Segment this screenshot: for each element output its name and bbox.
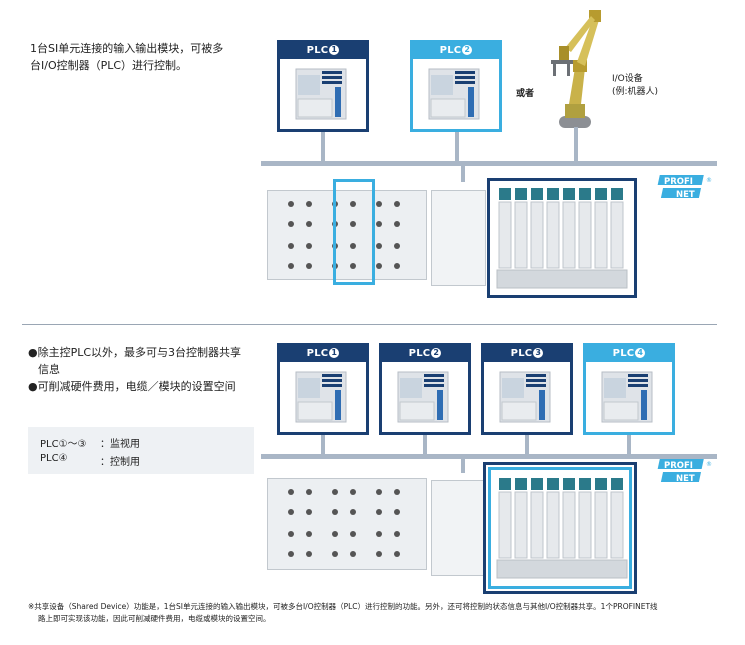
bus-drop [321,132,325,162]
io-device-label-line1: I/O设备 [612,74,643,84]
or-label: 或者 [516,89,535,99]
io-device-label: I/O设备 (例:机器人) [612,73,658,99]
bullet1-line1: ●除主控PLC以外，最多可与3台控制器共享 [28,346,242,359]
plc-label: PLC [612,348,635,359]
robot-icon [551,10,601,128]
plc-controller-icon [295,68,347,120]
plc-controller-icon [428,68,480,120]
plc-label: PLC [408,348,431,359]
plc-role-note: PLC①～③ ：监视用 PLC④ ：控制用 [28,427,254,474]
section1-desc-line2: 台I/O控制器（PLC）进行控制。 [30,59,188,72]
section1-description: 1台SI单元连接的输入输出模块，可被多 台I/O控制器（PLC）进行控制。 [30,40,260,74]
section2-bullets: ●除主控PLC以外，最多可与3台控制器共享 信息 ●可削减硬件费用，电缆／模块的… [28,344,268,395]
bus-drop [423,435,427,455]
valve-manifold-icon [496,478,628,579]
note-row1-key: PLC①～③ [40,439,87,450]
valve-manifold-inner-highlight [488,467,632,589]
footnote-line1: ※共享设备（Shared Device）功能是，1台SI单元连接的输入输出模块，… [28,602,658,611]
profinet-mark: ® [706,461,712,468]
bullet2: ●可削减硬件费用，电缆／模块的设置空间 [28,380,236,393]
si-unit-assembly [261,462,637,594]
si-unit-module [431,190,486,286]
plc-controller-icon [499,371,551,423]
bullet1-line2: 信息 [38,363,60,376]
profinet-bottom-text: NET [676,190,695,200]
network-bus [261,161,717,166]
plc-label: PLC [439,45,462,56]
profinet-bottom-text: NET [676,474,695,484]
section1-desc-line1: 1台SI单元连接的输入输出模块，可被多 [30,42,224,55]
plc-controller-icon [601,371,653,423]
note-row1-value: ：监视用 [100,439,140,450]
profinet-mark: ® [706,177,712,184]
plc-number: 2 [462,45,473,55]
bus-drop [461,166,465,182]
bus-drop [574,127,578,162]
section-divider [22,324,717,325]
plc-controller-icon [295,371,347,423]
plc-number: 4 [635,348,646,358]
footnote-line2: 路上即可实现该功能，因此可削减硬件费用，电缆或模块的设置空间。 [38,614,271,623]
plc-label: PLC [306,348,329,359]
profinet-top-text: PROFI [664,177,693,187]
plc-controller-icon [397,371,449,423]
profinet-logo: PROFI NET ® [657,175,712,200]
bus-drop [321,435,325,455]
note-row2-key: PLC④ [40,453,68,464]
bus-drop [455,132,459,162]
plc-label: PLC [510,348,533,359]
plc-number: 1 [329,45,340,55]
plc-number: 1 [329,348,340,358]
valve-manifold-icon [496,188,628,289]
footnote: ※共享设备（Shared Device）功能是，1台SI单元连接的输入输出模块，… [28,601,728,625]
shared-module-highlight [333,179,375,285]
profinet-top-text: PROFI [664,461,693,471]
note-row2-value: ：控制用 [100,457,140,468]
plc-number: 2 [431,348,442,358]
plc-number: 3 [533,348,544,358]
connector-grid-icon [288,489,400,557]
io-device-label-line2: (例:机器人) [612,87,659,97]
network-bus [261,454,717,459]
si-unit-assembly [261,178,637,299]
bus-drop [627,435,631,455]
si-unit-module [431,480,486,576]
valve-manifold-outer-highlight [483,462,637,594]
bus-drop [461,459,465,473]
plc-label: PLC [306,45,329,56]
bus-drop [525,435,529,455]
valve-manifold-highlight [487,178,637,298]
profinet-logo: PROFI NET ® [657,459,712,484]
